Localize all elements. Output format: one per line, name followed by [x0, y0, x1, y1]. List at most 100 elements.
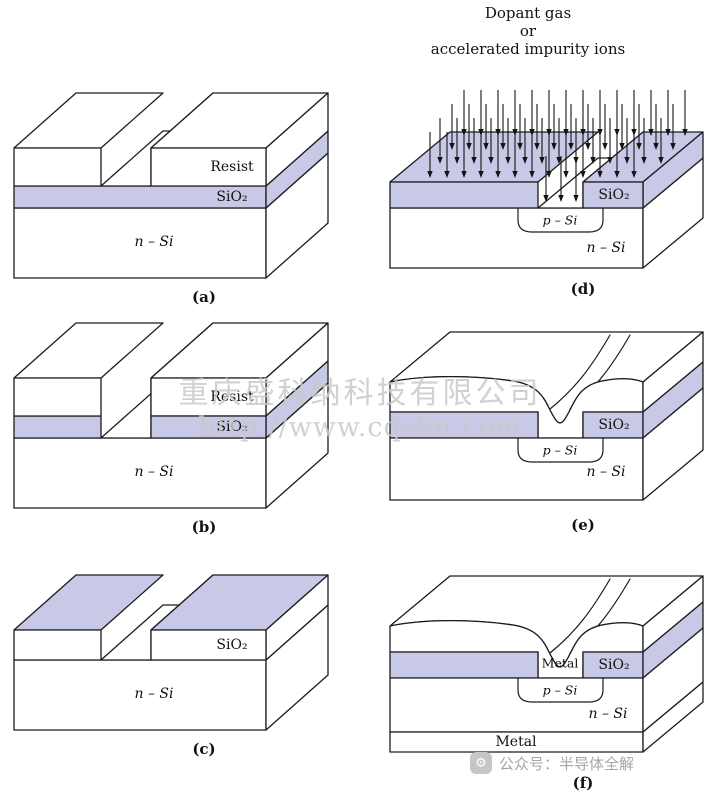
ion-arrowhead	[558, 195, 564, 202]
label-metal-top: Metal	[542, 656, 579, 671]
ion-arrowhead	[665, 129, 671, 136]
metal-layer-top	[389, 575, 704, 679]
label-p-si: p – Si	[543, 443, 578, 458]
label-resist: Resist	[210, 159, 254, 175]
ion-arrowhead	[670, 143, 676, 150]
strip-top-face	[13, 92, 164, 149]
ion-arrowhead	[505, 157, 511, 164]
p-well-outline	[517, 677, 604, 703]
label-sio2: SiO₂	[598, 657, 629, 673]
ion-arrowhead	[517, 143, 523, 150]
substrate-block	[13, 604, 329, 731]
ion-arrowhead	[636, 143, 642, 150]
ion-arrowhead	[573, 195, 579, 202]
groove-line	[549, 334, 611, 410]
label-p-si: p – Si	[543, 683, 578, 698]
ion-arrowhead	[444, 171, 450, 178]
ion-arrowhead	[495, 171, 501, 178]
panel-f-drawing: Metal SiO₂ p – Si n – Si Metal (f)	[389, 575, 704, 792]
footer-label: 公众号：半导体全解	[499, 754, 635, 773]
label-p-si: p – Si	[543, 213, 578, 228]
oxide-band-left	[389, 411, 539, 439]
ion-arrowhead	[500, 143, 506, 150]
ion-arrowhead	[488, 157, 494, 164]
ion-arrowhead	[568, 143, 574, 150]
groove-line	[549, 578, 611, 654]
ion-arrowhead	[539, 157, 545, 164]
panel-d: Dopant gas or accelerated impurity ions	[378, 2, 718, 302]
label-resist: Resist	[210, 389, 254, 405]
caption-e: (e)	[571, 516, 595, 534]
label-sio2: SiO₂	[598, 187, 629, 203]
label-n-si: n – Si	[587, 240, 626, 256]
label-n-si: n – Si	[587, 464, 626, 480]
strip-front-face	[582, 181, 644, 209]
metal-layer-bottom	[389, 681, 704, 753]
label-n-si: n – Si	[135, 234, 174, 250]
strip-top-face	[13, 574, 164, 631]
ion-arrowhead	[471, 157, 477, 164]
oxide-front-face	[150, 415, 267, 439]
oxide-front-face	[13, 415, 102, 439]
ion-arrowhead	[563, 171, 569, 178]
ion-arrowhead	[483, 143, 489, 150]
label-n-si: n – Si	[135, 686, 174, 702]
ion-arrowhead	[534, 143, 540, 150]
ion-arrowhead	[585, 143, 591, 150]
ion-arrowhead	[543, 195, 549, 202]
metal-front-face	[389, 619, 644, 679]
dopant-header-line1: Dopant gas	[485, 4, 571, 22]
substrate-block	[13, 152, 329, 279]
ion-arrowhead	[512, 171, 518, 178]
dopant-arrows	[427, 90, 688, 202]
label-n-si: n – Si	[135, 464, 174, 480]
dopant-header: Dopant gas or accelerated impurity ions	[431, 4, 625, 58]
label-sio2: SiO₂	[598, 417, 629, 433]
label-sio2: SiO₂	[216, 189, 247, 205]
strip-front-face	[13, 147, 102, 187]
label-sio2: SiO₂	[216, 637, 247, 653]
ion-arrowhead	[682, 129, 688, 136]
panel-a-drawing: Resist SiO₂ n – Si (a)	[13, 92, 329, 306]
substrate-block	[389, 387, 704, 501]
oxide-band-left	[389, 651, 539, 679]
oxide-strip-right	[150, 574, 329, 661]
ion-arrowhead	[614, 171, 620, 178]
strip-front-face	[389, 181, 539, 209]
ion-arrowhead	[478, 171, 484, 178]
strip-top-face	[13, 322, 164, 379]
resist-strip-right	[150, 92, 329, 187]
resist-front-face	[13, 377, 102, 417]
oxide-front-face	[389, 375, 644, 439]
ion-arrowhead	[551, 143, 557, 150]
substrate-front-face	[389, 677, 644, 733]
ion-arrowhead	[631, 171, 637, 178]
ion-arrowhead	[602, 143, 608, 150]
ion-arrowhead	[580, 171, 586, 178]
ion-arrowhead	[454, 157, 460, 164]
wechat-logo-icon: ⚙	[470, 752, 492, 774]
panel-b-drawing: Resist SiO₂ n – Si (b)	[13, 322, 329, 536]
ion-arrowhead	[653, 143, 659, 150]
caption-c: (c)	[192, 740, 215, 758]
label-sio2: SiO₂	[216, 419, 247, 435]
ion-arrowhead	[619, 143, 625, 150]
regrown-oxide-front	[389, 331, 704, 439]
footer: ⚙ 公众号：半导体全解	[470, 752, 634, 774]
ion-arrowhead	[590, 157, 596, 164]
caption-f: (f)	[573, 774, 594, 792]
stack-strip-right	[150, 322, 329, 439]
substrate-side-face	[642, 387, 704, 501]
ion-arrowhead	[522, 157, 528, 164]
panel-b: Resist SiO₂ n – Si (b)	[6, 306, 342, 538]
panel-c: SiO₂ n – Si (c)	[6, 528, 342, 760]
panel-f: Metal SiO₂ p – Si n – Si Metal (f)	[378, 540, 718, 798]
caption-a: (a)	[192, 288, 216, 306]
oxide-bands	[389, 361, 704, 439]
dopant-header-line2: or	[520, 22, 537, 40]
dopant-header-line3: accelerated impurity ions	[431, 40, 625, 58]
panel-e: SiO₂ p – Si n – Si (e)	[378, 304, 718, 538]
strip-front-face	[150, 147, 267, 187]
caption-d: (d)	[571, 280, 596, 298]
resist-strip-left	[13, 92, 164, 187]
